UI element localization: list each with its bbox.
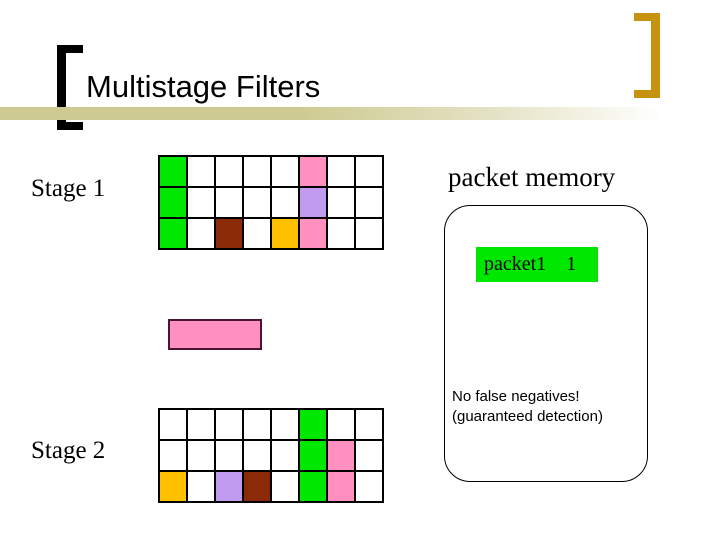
right-bracket-top-arm (634, 13, 660, 21)
stage-1-cell-r1-c6 (327, 187, 355, 218)
note-line-1: No false negatives! (452, 388, 580, 405)
stage-2-cell-r0-c7 (355, 409, 383, 440)
no-false-negatives-note: No false negatives! (guaranteed detectio… (452, 387, 603, 427)
stage-1-cell-r2-c6 (327, 218, 355, 249)
note-line-2: (guaranteed detection) (452, 408, 603, 425)
stage-1-cell-r0-c4 (271, 156, 299, 187)
left-bracket (57, 45, 83, 130)
stage-2-cell-r2-c5 (299, 471, 327, 502)
stage-1-cell-r2-c4 (271, 218, 299, 249)
left-bracket-top-arm (57, 45, 83, 53)
packet-memory-entry-label: packet1 1 (484, 253, 577, 275)
stage-1-cell-r2-c1 (187, 218, 215, 249)
stage-1-cell-r2-c5 (299, 218, 327, 249)
stage-2-cell-r1-c3 (243, 440, 271, 471)
stage-1-cell-r0-c5 (299, 156, 327, 187)
title-underline-band (0, 107, 720, 120)
right-bracket-bottom-arm (634, 90, 660, 98)
stage-2-cell-r2-c3 (243, 471, 271, 502)
stage-2-cell-r1-c2 (215, 440, 243, 471)
stage-2-cell-r1-c6 (327, 440, 355, 471)
stage-1-cell-r1-c4 (271, 187, 299, 218)
stage-2-cell-r1-c4 (271, 440, 299, 471)
stage-1-cell-r0-c0 (159, 156, 187, 187)
stage-2-cell-r2-c7 (355, 471, 383, 502)
stage-2-cell-r0-c5 (299, 409, 327, 440)
stage-2-cell-r0-c3 (243, 409, 271, 440)
stage-1-cell-r2-c3 (243, 218, 271, 249)
stage-1-cell-r0-c2 (215, 156, 243, 187)
packet-memory-container (444, 205, 648, 482)
stage-1-cell-r1-c2 (215, 187, 243, 218)
right-bracket-stem (651, 13, 660, 98)
stage-2-cell-r0-c4 (271, 409, 299, 440)
stage-1-cell-r0-c1 (187, 156, 215, 187)
stage-2-cell-r2-c6 (327, 471, 355, 502)
stage-2-cell-r2-c0 (159, 471, 187, 502)
stage-2-cell-r0-c2 (215, 409, 243, 440)
stage-2-cell-r1-c0 (159, 440, 187, 471)
stage-1-cell-r1-c7 (355, 187, 383, 218)
stage-2-cell-r0-c1 (187, 409, 215, 440)
stage-2-cell-r2-c2 (215, 471, 243, 502)
stage-1-cell-r2-c2 (215, 218, 243, 249)
left-bracket-stem (57, 45, 66, 130)
stage-2-cell-r2-c4 (271, 471, 299, 502)
right-bracket (634, 13, 660, 98)
left-bracket-bottom-arm (57, 122, 83, 130)
stage-1-cell-r2-c0 (159, 218, 187, 249)
stage-2-cell-r1-c7 (355, 440, 383, 471)
page-title: Multistage Filters (86, 69, 321, 104)
stage-1-cell-r0-c7 (355, 156, 383, 187)
stage-1-cell-r1-c0 (159, 187, 187, 218)
stage-1-cell-r0-c3 (243, 156, 271, 187)
stage-2-cell-r1-c1 (187, 440, 215, 471)
stage-1-counter-array (158, 155, 384, 250)
stage-2-cell-r0-c0 (159, 409, 187, 440)
stage-2-cell-r0-c6 (327, 409, 355, 440)
stage-2-label: Stage 2 (31, 437, 106, 464)
stage-1-cell-r1-c1 (187, 187, 215, 218)
stage-1-label: Stage 1 (31, 175, 106, 202)
packet-memory-entry: packet1 1 (476, 247, 598, 282)
stage-1-cell-r1-c3 (243, 187, 271, 218)
intermediate-counter-bar (168, 319, 262, 350)
packet-memory-title: packet memory (448, 162, 616, 192)
stage-1-cell-r0-c6 (327, 156, 355, 187)
stage-1-cell-r1-c5 (299, 187, 327, 218)
stage-1-cell-r2-c7 (355, 218, 383, 249)
stage-2-cell-r2-c1 (187, 471, 215, 502)
stage-2-cell-r1-c5 (299, 440, 327, 471)
stage-2-counter-array (158, 408, 384, 503)
